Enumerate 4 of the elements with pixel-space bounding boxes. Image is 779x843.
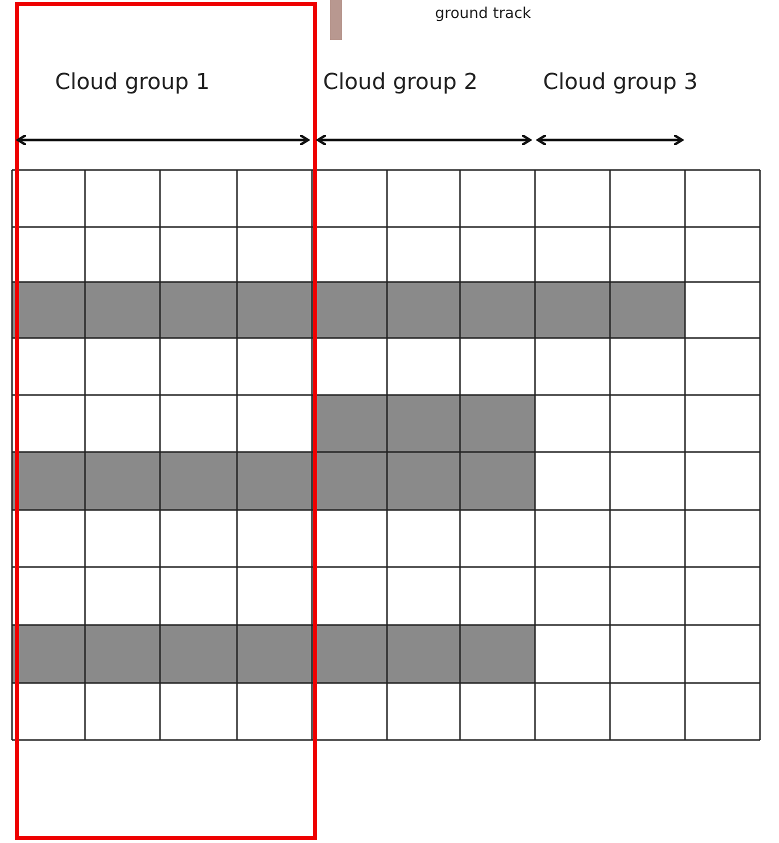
group-label: Cloud group 2 <box>323 70 478 95</box>
group-label: Cloud group 3 <box>543 70 698 95</box>
track-label: ground track <box>435 4 532 22</box>
group-label: Cloud group 1 <box>55 70 210 95</box>
